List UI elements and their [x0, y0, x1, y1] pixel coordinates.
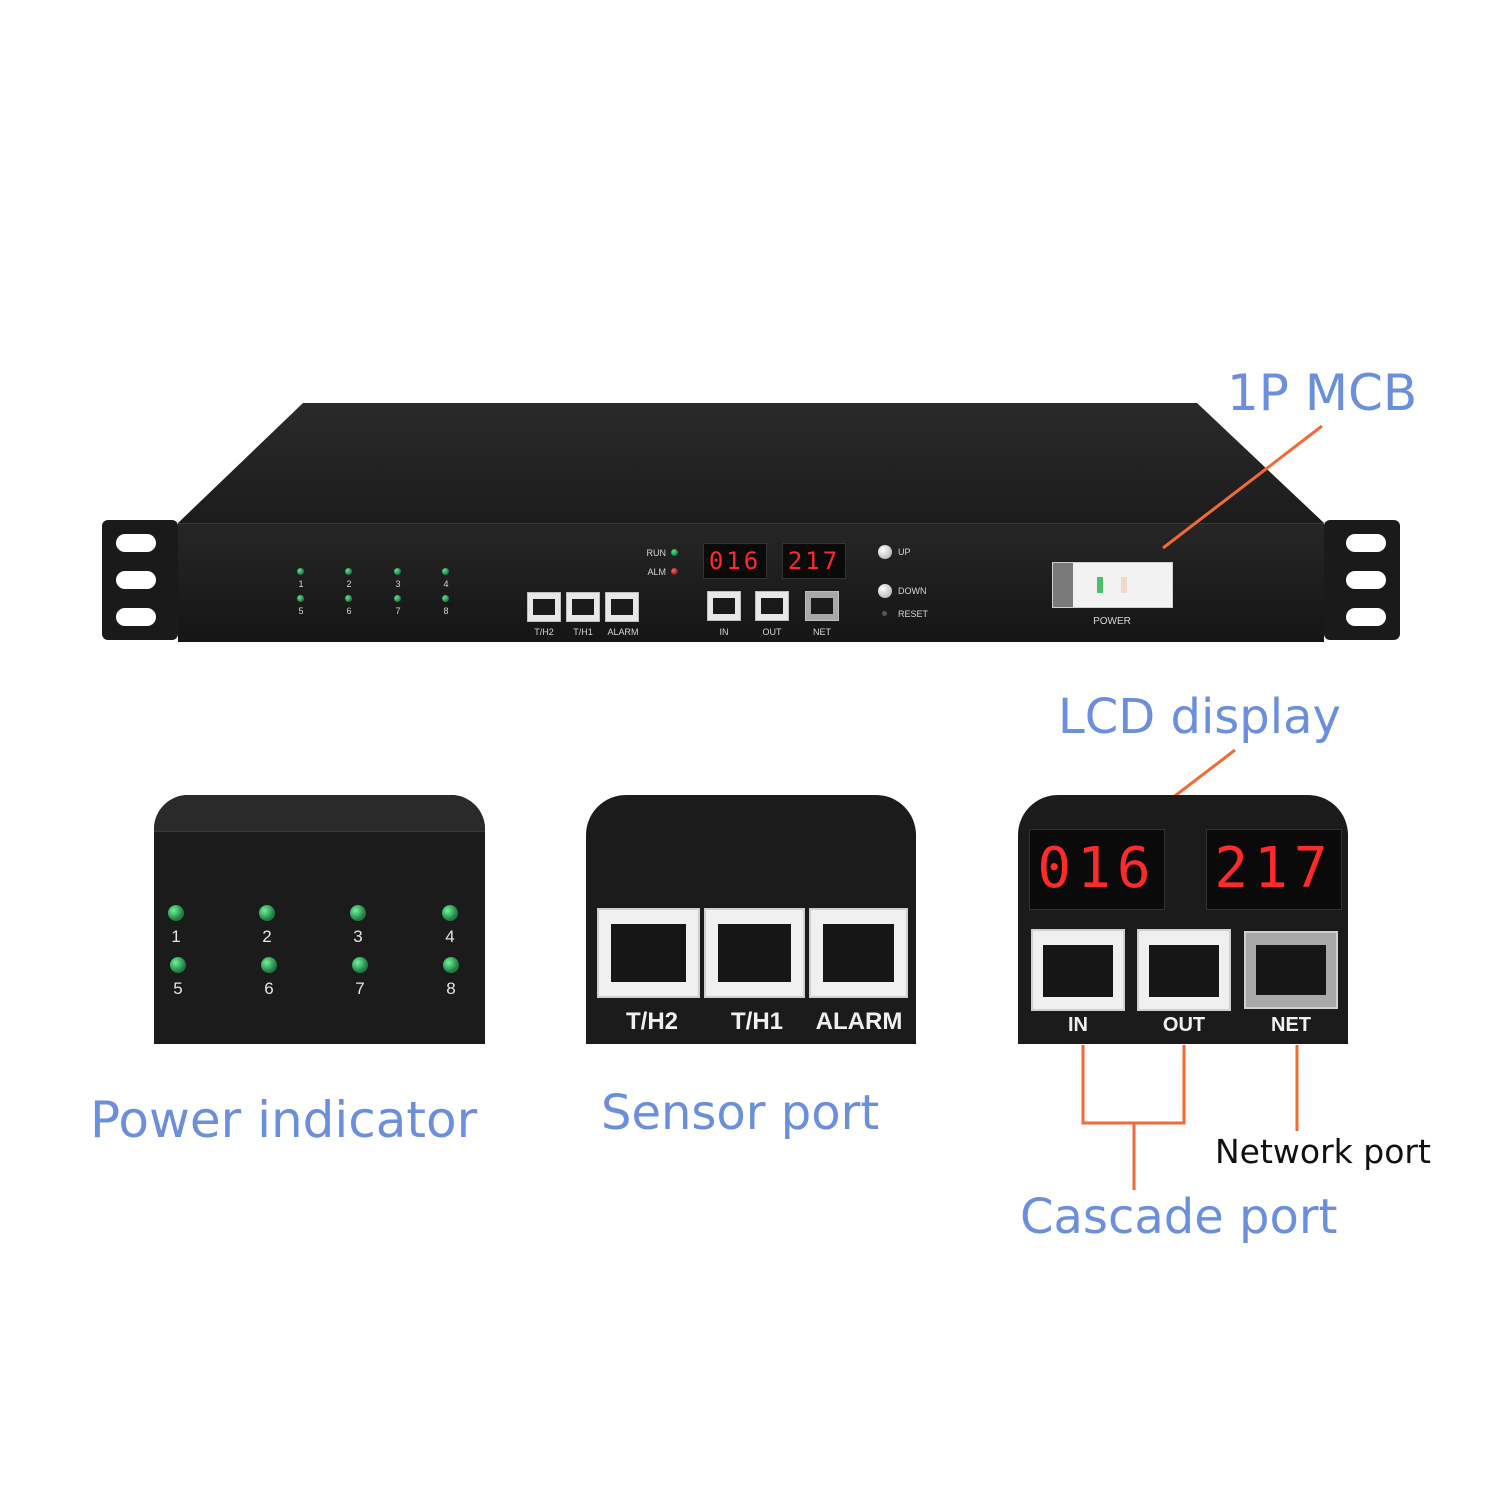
up-button[interactable]	[878, 545, 892, 559]
outlet-led-5	[170, 957, 186, 973]
ear-slot	[1346, 571, 1386, 589]
outlet-led-5	[297, 595, 304, 602]
outlet-led-8	[442, 595, 449, 602]
mcb-status-indicator	[1121, 577, 1127, 593]
mcb-callout: 1P MCB	[1227, 364, 1418, 422]
out-port[interactable]	[1137, 929, 1231, 1011]
network-port-label: Network port	[1215, 1132, 1431, 1171]
lcd-display-right: 217	[782, 543, 846, 579]
port-label: T/H1	[573, 627, 593, 637]
port-label: IN	[719, 627, 729, 637]
in-port[interactable]	[707, 591, 741, 621]
outlet-number: 6	[346, 606, 352, 616]
outlet-led-4	[442, 568, 449, 575]
port-label: OUT	[1162, 1014, 1206, 1036]
out-port[interactable]	[755, 591, 789, 621]
mcb-status-indicator	[1097, 577, 1103, 593]
outlet-led-3	[394, 568, 401, 575]
outlet-led-3	[350, 905, 366, 921]
outlet-number: 7	[395, 606, 401, 616]
th2-port[interactable]	[527, 592, 561, 622]
port-label: T/H2	[534, 627, 554, 637]
ear-slot	[116, 534, 156, 552]
up-label: UP	[898, 547, 911, 557]
outlet-number: 5	[298, 606, 304, 616]
power-indicator-detail	[154, 795, 485, 1044]
mcb-handle[interactable]	[1053, 563, 1073, 607]
port-label: T/H1	[730, 1008, 783, 1035]
ear-slot	[116, 571, 156, 589]
ear-slot	[116, 608, 156, 626]
port-label: NET	[813, 627, 831, 637]
mcb-breaker[interactable]	[1052, 562, 1173, 608]
ear-slot	[1346, 608, 1386, 626]
outlet-led-1	[297, 568, 304, 575]
sensor-port-callout: Sensor port	[601, 1085, 880, 1141]
pdu-chassis-top	[178, 403, 1324, 523]
run-label: RUN	[646, 548, 667, 558]
outlet-number: 2	[262, 927, 272, 946]
outlet-number: 7	[355, 979, 365, 998]
cascade-port-callout: Cascade port	[1020, 1189, 1338, 1245]
down-button[interactable]	[878, 584, 892, 598]
alarm-port[interactable]	[605, 592, 639, 622]
lcd-display-left: 016	[703, 543, 767, 579]
outlet-number: 3	[395, 579, 401, 589]
outlet-number: 2	[346, 579, 352, 589]
outlet-led-8	[443, 957, 459, 973]
power-indicator-callout: Power indicator	[90, 1091, 478, 1149]
mcb-leader-line	[1162, 424, 1323, 550]
in-port[interactable]	[1031, 929, 1125, 1011]
down-label: DOWN	[898, 586, 927, 596]
outlet-number: 3	[353, 927, 363, 946]
port-label: IN	[1068, 1014, 1088, 1036]
net-port[interactable]	[805, 591, 839, 621]
alm-led	[671, 568, 678, 575]
net-port[interactable]	[1244, 931, 1338, 1009]
th1-port[interactable]	[566, 592, 600, 622]
outlet-led-6	[345, 595, 352, 602]
outlet-number: 4	[443, 579, 449, 589]
port-label: ALARM	[815, 1008, 903, 1035]
outlet-led-6	[261, 957, 277, 973]
rack-ear-left	[102, 520, 178, 640]
outlet-number: 8	[443, 606, 449, 616]
th1-port[interactable]	[704, 908, 805, 998]
outlet-number: 1	[298, 579, 304, 589]
ear-slot	[1346, 534, 1386, 552]
port-label: T/H2	[625, 1008, 678, 1035]
lcd-callout: LCD display	[1058, 689, 1341, 745]
outlet-number: 5	[173, 979, 183, 998]
outlet-led-4	[442, 905, 458, 921]
port-label: ALARM	[607, 627, 639, 637]
th2-port[interactable]	[597, 908, 700, 998]
lcd-display-left: 016	[1029, 829, 1165, 910]
power-label: POWER	[1093, 616, 1131, 627]
chassis-edge	[154, 795, 485, 832]
port-label: NET	[1271, 1014, 1311, 1036]
outlet-led-7	[352, 957, 368, 973]
outlet-number: 6	[264, 979, 274, 998]
run-led	[671, 549, 678, 556]
outlet-led-7	[394, 595, 401, 602]
outlet-number: 1	[171, 927, 181, 946]
cascade-bracket	[1081, 1045, 1186, 1125]
outlet-number: 4	[445, 927, 455, 946]
rack-ear-right	[1324, 520, 1400, 640]
lcd-display-right: 217	[1206, 829, 1342, 910]
reset-button[interactable]	[882, 611, 887, 616]
outlet-led-1	[168, 905, 184, 921]
port-label: OUT	[762, 627, 782, 637]
outlet-led-2	[345, 568, 352, 575]
alarm-port[interactable]	[809, 908, 908, 998]
reset-label: RESET	[898, 609, 929, 619]
outlet-number: 8	[446, 979, 456, 998]
alm-label: ALM	[647, 567, 666, 577]
outlet-led-2	[259, 905, 275, 921]
